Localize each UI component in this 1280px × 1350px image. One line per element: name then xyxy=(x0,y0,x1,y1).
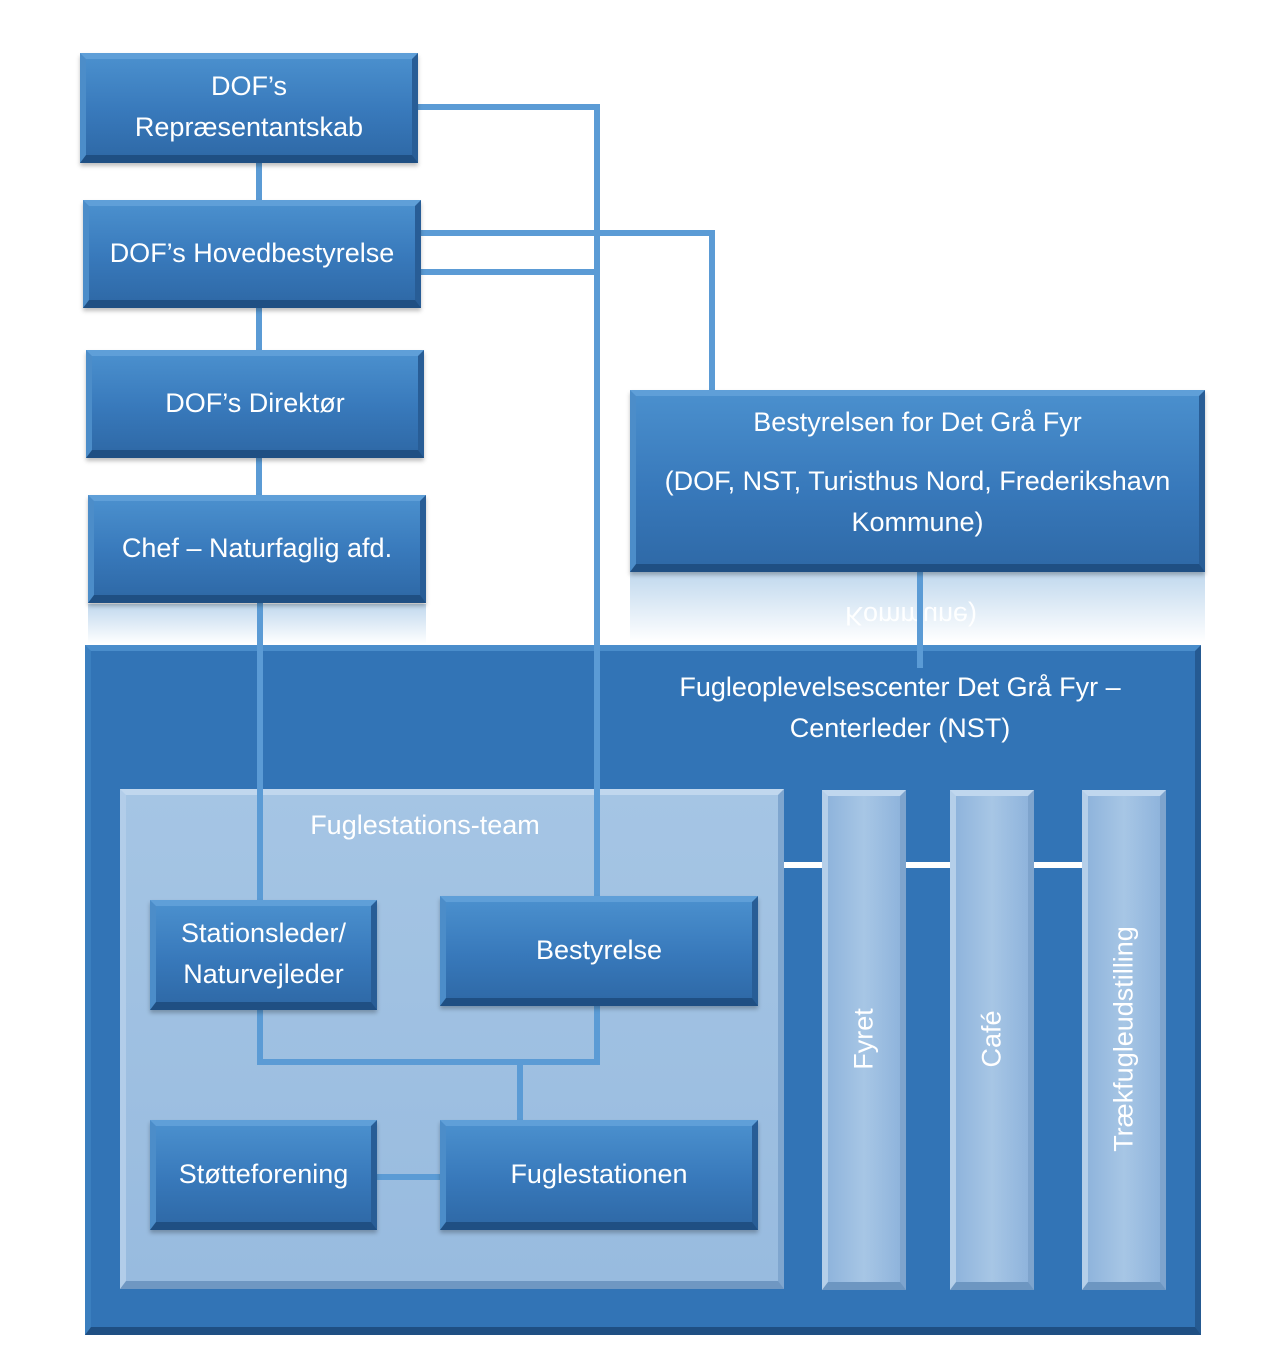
box-representantskab: DOF’s Repræsentantskab xyxy=(80,53,418,163)
pillar-cafe: Café xyxy=(950,790,1034,1290)
stotteforening-label: Støtteforening xyxy=(178,1158,349,1189)
box-bestyrelsen-fyr: Bestyrelsen for Det Grå Fyr (DOF, NST, T… xyxy=(630,390,1205,572)
pillar-traekfugleudstilling: Trækfugleudstilling xyxy=(1082,790,1166,1290)
board-members-line-2: Kommune) xyxy=(851,507,984,537)
box-fuglestationen: Fuglestationen xyxy=(440,1120,758,1230)
team-title: Fuglestations-team xyxy=(310,810,540,840)
hovedbestyrelse-label: DOF’s Hovedbestyrelse xyxy=(109,237,395,268)
board-members-line-1: (DOF, NST, Turisthus Nord, Frederikshavn xyxy=(664,466,1171,496)
board-title: Bestyrelsen for Det Grå Fyr xyxy=(753,407,1082,437)
connector-team-bottom xyxy=(257,1005,600,1065)
box-direktor: DOF’s Direktør xyxy=(86,350,424,458)
center-title: Fugleoplevelsescenter Det Grå Fyr – Cent… xyxy=(640,667,1160,749)
connector-rep-bestyrelse xyxy=(418,104,600,897)
box-stotteforening: Støtteforening xyxy=(150,1120,377,1230)
connector-hb-board xyxy=(420,230,715,390)
direktor-label: DOF’s Direktør xyxy=(165,387,345,418)
fuglestationen-label: Fuglestationen xyxy=(510,1158,688,1189)
center-title-line-1: Fugleoplevelsescenter Det Grå Fyr – xyxy=(679,672,1121,702)
representantskab-line-1: DOF’s xyxy=(210,71,287,101)
box-bestyrelse: Bestyrelse xyxy=(440,896,758,1006)
stationsleder-line-2: Naturvejleder xyxy=(183,959,344,989)
stationsleder-line-1: Stationsleder/ xyxy=(180,918,347,948)
center-title-line-2: Centerleder (NST) xyxy=(789,713,1011,743)
pillar-fyret: Fyret xyxy=(822,790,906,1290)
representantskab-line-2: Repræsentantskab xyxy=(134,112,364,142)
chef-label: Chef – Naturfaglig afd. xyxy=(121,532,393,563)
box-stationsleder: Stationsleder/ Naturvejleder xyxy=(150,900,377,1010)
bestyrelse-label: Bestyrelse xyxy=(535,934,663,965)
box-hovedbestyrelse: DOF’s Hovedbestyrelse xyxy=(83,200,421,308)
box-chef: Chef – Naturfaglig afd. xyxy=(88,495,426,603)
